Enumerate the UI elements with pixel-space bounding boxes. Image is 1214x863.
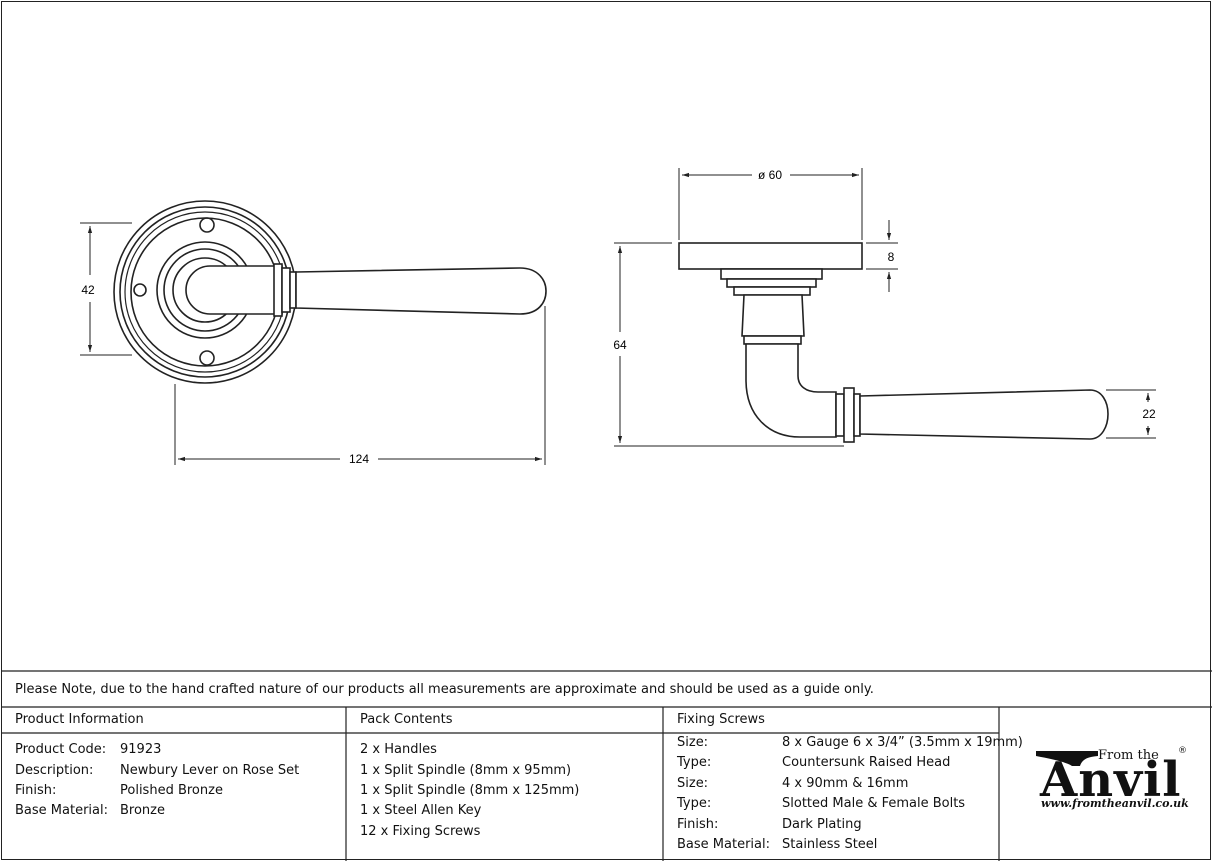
dim-rose-thickness: 8 (888, 250, 895, 264)
screw-type-label: Type: (677, 755, 712, 770)
screw-type-value: Countersunk Raised Head (782, 755, 951, 770)
screw-hole-bottom (199, 350, 215, 366)
logo-url: www.fromtheanvil.co.uk (1041, 797, 1189, 810)
lever-neck (185, 265, 283, 315)
logo-registered-mark: ® (1178, 746, 1187, 756)
lever-arm-side (745, 343, 837, 438)
screw-size-label: Size: (677, 735, 709, 750)
anvil-logo-icon (1036, 751, 1098, 766)
lever-blade (295, 267, 547, 315)
description-label: Description: (15, 763, 94, 778)
dim-grip-diameter: 22 (1142, 407, 1156, 421)
screw-size-value: 8 x Gauge 6 x 3/4” (3.5mm x 19mm) (782, 735, 1023, 750)
dim-rose-height: 42 (81, 283, 95, 297)
product-code-value: 91923 (120, 742, 162, 757)
side-dimensions (614, 168, 1156, 447)
pack-item: 1 x Split Spindle (8mm x 125mm) (360, 783, 580, 798)
screw-material-value: Stainless Steel (782, 837, 878, 852)
screw-hole-left (133, 283, 147, 297)
screw-finish-value: Dark Plating (782, 817, 862, 832)
measurement-note: Please Note, due to the hand crafted nat… (15, 682, 874, 697)
pack-item: 2 x Handles (360, 742, 437, 757)
pack-item: 1 x Split Spindle (8mm x 95mm) (360, 763, 572, 778)
lever-blade-side (859, 389, 1109, 440)
pack-item: 12 x Fixing Screws (360, 824, 481, 839)
bolt-size-value: 4 x 90mm & 16mm (782, 776, 909, 791)
product-information-header: Product Information (15, 712, 144, 727)
logo-brand-name: Anvil (1040, 752, 1182, 808)
front-dimensions (80, 222, 546, 465)
dim-projection: 64 (613, 338, 627, 352)
logo-from-the: From the (1098, 748, 1159, 763)
bolt-type-value: Slotted Male & Female Bolts (782, 796, 966, 811)
dim-rose-diameter: ø 60 (758, 168, 782, 182)
pack-contents-header: Pack Contents (360, 712, 453, 727)
title-block-grid (1, 670, 1212, 861)
pack-item: 1 x Steel Allen Key (360, 803, 482, 818)
base-material-value: Bronze (120, 803, 165, 818)
fixing-screws-header: Fixing Screws (677, 712, 765, 727)
screw-hole-top (199, 217, 215, 233)
description-value: Newbury Lever on Rose Set (120, 763, 300, 778)
bolt-type-label: Type: (677, 796, 712, 811)
finish-label: Finish: (15, 783, 57, 798)
dim-overall-length: 124 (349, 452, 369, 466)
screw-finish-label: Finish: (677, 817, 719, 832)
rose-side (678, 242, 863, 270)
base-material-label: Base Material: (15, 803, 108, 818)
side-view (678, 242, 1109, 443)
bolt-size-label: Size: (677, 776, 709, 791)
finish-value: Polished Bronze (120, 783, 223, 798)
product-code-label: Product Code: (15, 742, 107, 757)
screw-material-label: Base Material: (677, 837, 770, 852)
front-view (113, 200, 547, 384)
